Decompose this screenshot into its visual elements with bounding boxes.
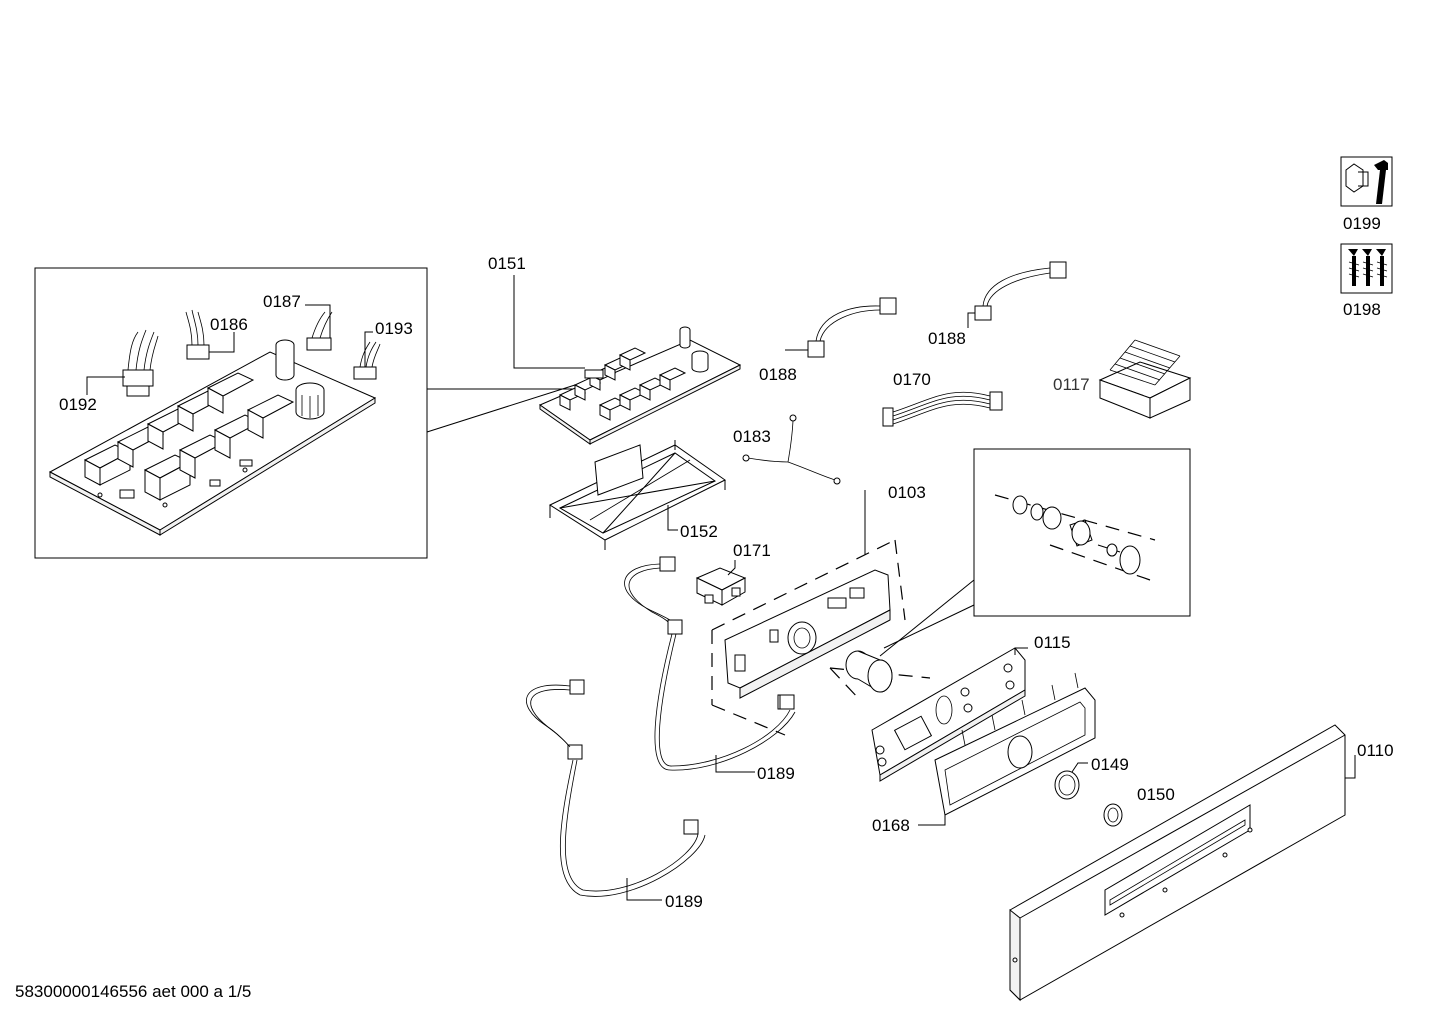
part-0188-harness-b bbox=[967, 261, 1067, 328]
label-0149: 0149 bbox=[1091, 755, 1129, 774]
part-0189-cable-a bbox=[624, 556, 796, 773]
label-0187: 0187 bbox=[263, 292, 301, 311]
part-0115-display-board bbox=[871, 647, 1028, 782]
label-0189-b: 0189 bbox=[665, 892, 703, 911]
label-0188-a: 0188 bbox=[759, 365, 797, 384]
document-id: 58300000146556 aet 000 a 1/5 bbox=[15, 982, 251, 1001]
label-0198: 0198 bbox=[1343, 300, 1381, 319]
part-0188-harness-a bbox=[785, 297, 897, 358]
part-0149-ring bbox=[1054, 762, 1088, 800]
detail-box-knob-assembly bbox=[879, 448, 1191, 657]
part-0117-heat-sink bbox=[1098, 339, 1192, 419]
label-0168: 0168 bbox=[872, 816, 910, 835]
label-0152: 0152 bbox=[680, 522, 718, 541]
label-0183: 0183 bbox=[733, 427, 771, 446]
label-0188-b: 0188 bbox=[928, 329, 966, 348]
label-0150: 0150 bbox=[1137, 785, 1175, 804]
part-0150-ring bbox=[1103, 803, 1123, 827]
knob-assembly bbox=[845, 650, 893, 693]
part-0171-switch bbox=[695, 560, 747, 606]
detail-box-circuit-board bbox=[34, 267, 576, 559]
label-0115: 0115 bbox=[1034, 633, 1071, 652]
label-0186: 0186 bbox=[210, 315, 248, 334]
label-0192: 0192 bbox=[59, 395, 97, 414]
label-0103: 0103 bbox=[888, 483, 926, 502]
wrench-icon bbox=[1340, 156, 1393, 207]
part-0110-fascia-panel bbox=[1009, 724, 1356, 1002]
part-0168-front-frame bbox=[918, 672, 1096, 826]
label-0110: 0110 bbox=[1357, 741, 1394, 760]
label-0170: 0170 bbox=[893, 370, 931, 389]
part-0189-cable-b bbox=[526, 679, 706, 901]
part-0183-sensor bbox=[742, 414, 841, 485]
part-0152-frame bbox=[548, 440, 726, 550]
label-0199: 0199 bbox=[1343, 214, 1381, 233]
label-0117: 0117 bbox=[1053, 375, 1090, 394]
part-0170-ribbon-cable bbox=[882, 391, 1003, 427]
part-0151-control-board bbox=[513, 275, 742, 445]
label-0189-a: 0189 bbox=[757, 764, 795, 783]
part-0103-control-module bbox=[711, 490, 931, 736]
label-0171: 0171 bbox=[733, 541, 771, 560]
label-0151: 0151 bbox=[488, 254, 526, 273]
label-0193: 0193 bbox=[375, 319, 413, 338]
screws-icon bbox=[1340, 243, 1393, 294]
